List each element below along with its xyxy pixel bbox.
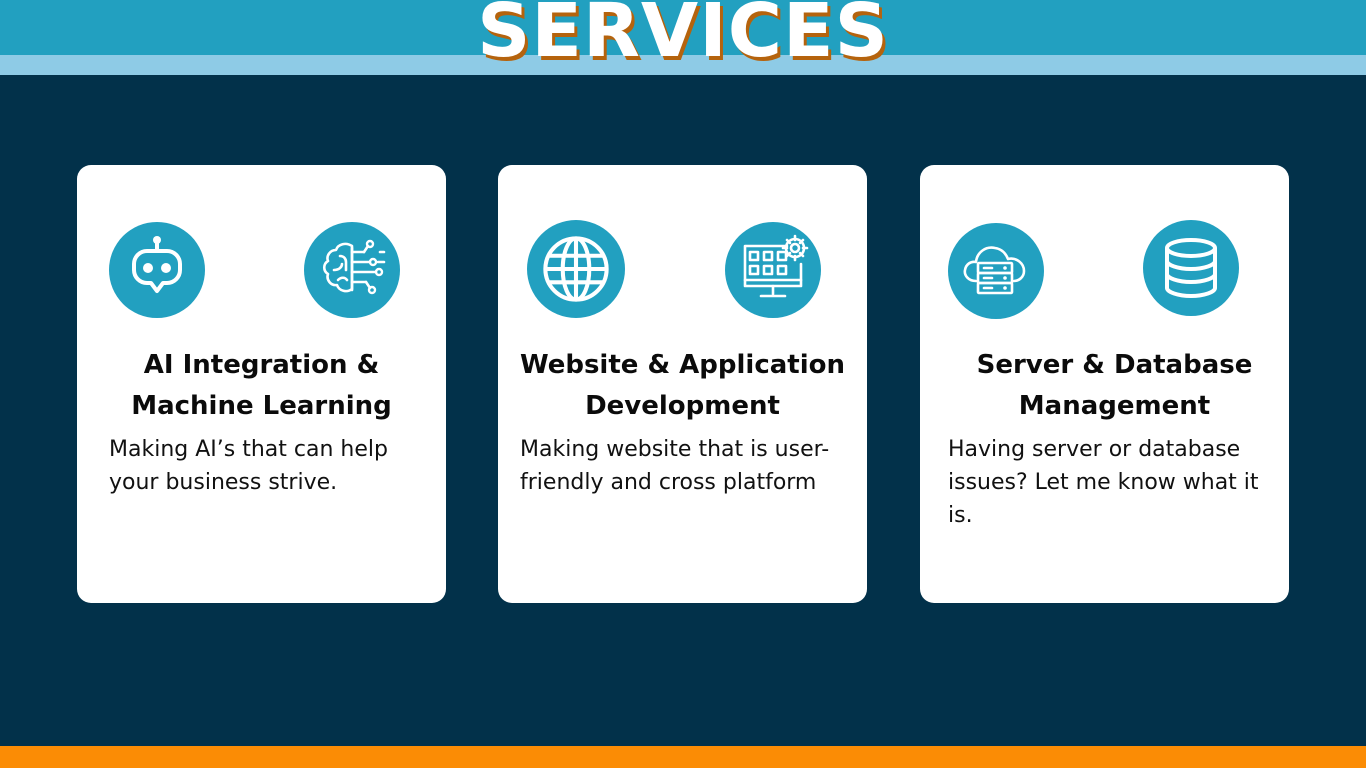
card-title: Server & Database Management <box>930 345 1299 427</box>
card-title-line: Machine Learning <box>131 391 392 421</box>
card-title-line: Management <box>1018 391 1211 421</box>
globe-icon <box>527 220 625 318</box>
card-title-line: Website & Application <box>519 350 846 380</box>
card-description: Having server or database issues? Let me… <box>948 437 1259 528</box>
page-title: SERVICES <box>477 0 889 74</box>
card-title-line: Server & Database <box>976 350 1253 380</box>
card-description: Making website that is user-friendly and… <box>520 437 830 495</box>
card-description: Making AI’s that can help your business … <box>109 437 388 495</box>
service-card-web: Website & Application Development Making… <box>498 165 867 603</box>
card-title: Website & Application Development <box>498 345 867 427</box>
footer-band <box>0 746 1366 768</box>
card-title-line: Development <box>585 391 780 421</box>
robot-icon <box>109 222 205 318</box>
brain-circuit-icon <box>304 222 400 318</box>
database-icon <box>1143 220 1239 316</box>
service-card-ai: AI Integration & Machine Learning Making… <box>77 165 446 603</box>
monitor-gear-icon <box>725 222 821 318</box>
service-card-server: Server & Database Management Having serv… <box>920 165 1289 603</box>
header-band <box>0 0 1366 55</box>
cloud-server-icon <box>948 223 1044 319</box>
card-title-line: AI Integration & <box>143 350 380 380</box>
header-band-accent <box>0 55 1366 75</box>
card-title: AI Integration & Machine Learning <box>77 345 446 427</box>
